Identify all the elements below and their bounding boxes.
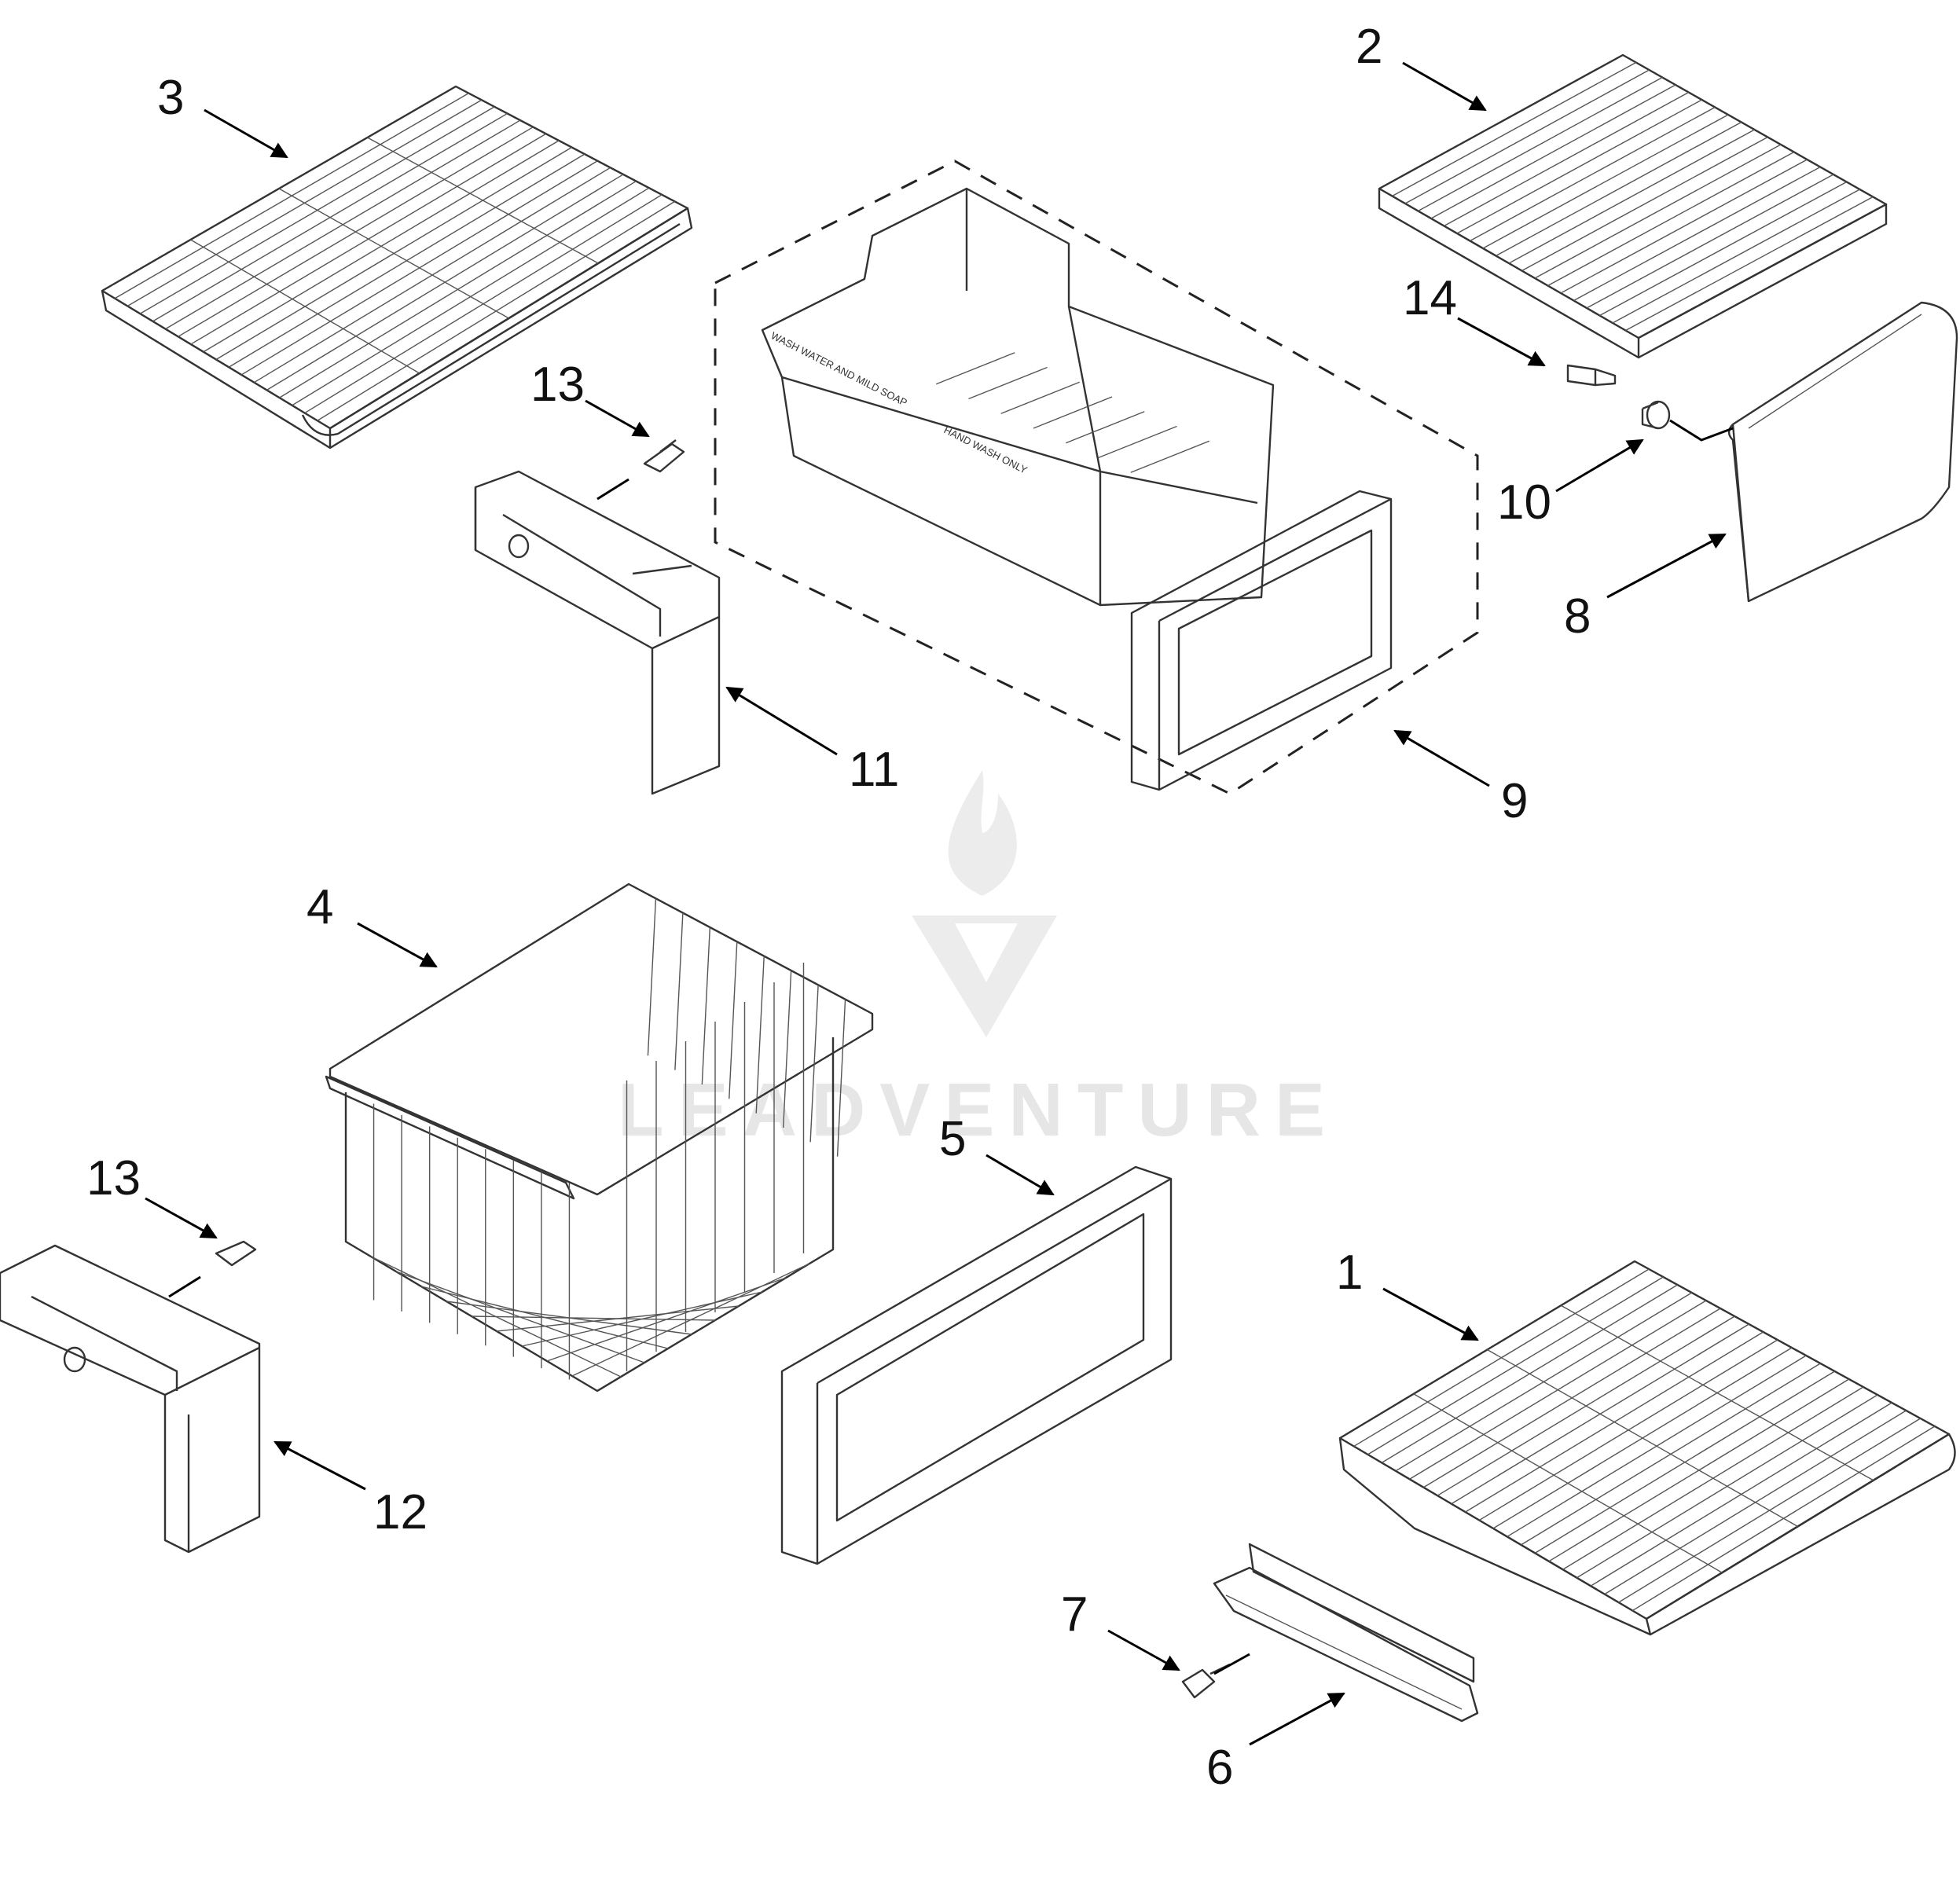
callout-3: 3 (157, 71, 184, 125)
wire-line (701, 926, 711, 1085)
wire-line (1065, 411, 1145, 444)
screw-part-13-top (643, 439, 685, 473)
wire-line (809, 985, 819, 1143)
wire-line (1482, 114, 1729, 249)
callout-13-top: 13 (530, 358, 585, 412)
wire-line (836, 999, 846, 1157)
wire-line (1487, 1348, 1798, 1528)
wire-line (1444, 91, 1690, 227)
callout-14: 14 (1403, 271, 1457, 325)
wire-line (521, 1291, 763, 1347)
wire-line (647, 898, 657, 1056)
wire-line (1430, 84, 1676, 219)
wire-line (367, 137, 599, 264)
wire-line (1470, 106, 1716, 242)
wire-line (546, 1277, 787, 1362)
wire-line (1625, 196, 1874, 332)
drawer-front-part-8 (1727, 301, 1958, 603)
wire-line (968, 366, 1048, 400)
bin-label-wash-water: WASH WATER AND MILD SOAP (769, 329, 909, 409)
wire-line (729, 941, 738, 1099)
wire-shelf-part-1 (1338, 1260, 1956, 1636)
screw-part-13-bottom (215, 1240, 257, 1267)
callout-7: 7 (1061, 1587, 1088, 1642)
wire-line (1573, 166, 1821, 302)
wire-line (1612, 189, 1860, 324)
drawer-frame-part-5 (780, 1165, 1173, 1565)
wire-line (1599, 181, 1848, 317)
spacer-part-10 (1641, 400, 1671, 430)
wire-line (782, 970, 792, 1128)
callout-10: 10 (1497, 475, 1551, 530)
wire-line (1130, 440, 1210, 473)
wire-line (1392, 61, 1637, 197)
callout-11: 11 (849, 743, 899, 797)
wire-line (1547, 151, 1795, 287)
wire-line (1033, 396, 1113, 429)
wire-line (571, 1263, 810, 1377)
wire-basket-part-4 (325, 882, 874, 1392)
slide-bracket-part-12 (0, 1244, 261, 1554)
wire-line (1456, 99, 1702, 234)
wire-line (1560, 159, 1808, 294)
wire-line (471, 1315, 716, 1321)
callout-12: 12 (373, 1485, 428, 1539)
crisper-bin: HAND WASH ONLY WASH WATER AND MILD SOAP (761, 187, 1275, 607)
wire-line (1534, 144, 1782, 279)
wire-line (1586, 174, 1834, 309)
wire-line (496, 1305, 740, 1332)
wire-line (674, 912, 684, 1070)
callout-8: 8 (1564, 589, 1591, 644)
callout-2: 2 (1356, 20, 1382, 74)
callout-1: 1 (1336, 1246, 1363, 1300)
shelf-part-2 (1378, 53, 1888, 359)
watermark-text: LEADVENTURE (618, 1068, 1339, 1152)
wire-line (1496, 121, 1742, 257)
rail-part-6 (1213, 1543, 1479, 1723)
wire-line (1508, 129, 1755, 264)
drawer-frame-assembly-9 (1130, 490, 1393, 791)
wire-line (1521, 136, 1768, 272)
callout-6: 6 (1206, 1741, 1233, 1795)
wire-line (190, 239, 420, 374)
wire-line (755, 956, 765, 1114)
wire-line (1560, 1304, 1874, 1481)
screw-part-14 (1566, 364, 1617, 387)
wire-line (1404, 69, 1650, 204)
wire-line (1000, 381, 1081, 414)
wire-line (935, 352, 1015, 385)
callout-5: 5 (939, 1112, 966, 1166)
callout-9: 9 (1501, 774, 1528, 828)
assembly-outline-part-9 (714, 160, 1479, 795)
callout-4: 4 (306, 880, 333, 934)
wire-line (1413, 1393, 1723, 1573)
wire-line (1098, 425, 1177, 459)
callout-13-bottom: 13 (86, 1151, 141, 1205)
bin-label-hand-wash: HAND WASH ONLY (942, 424, 1030, 476)
wire-shelf-part-3 (101, 85, 693, 449)
watermark-logo (912, 770, 1057, 1037)
callouts: 3 2 14 13 10 8 11 9 4 5 13 1 12 7 6 (86, 20, 1727, 1795)
wire-line (278, 188, 509, 319)
wire-line (1418, 76, 1663, 212)
slide-bracket-part-11 (474, 470, 721, 795)
